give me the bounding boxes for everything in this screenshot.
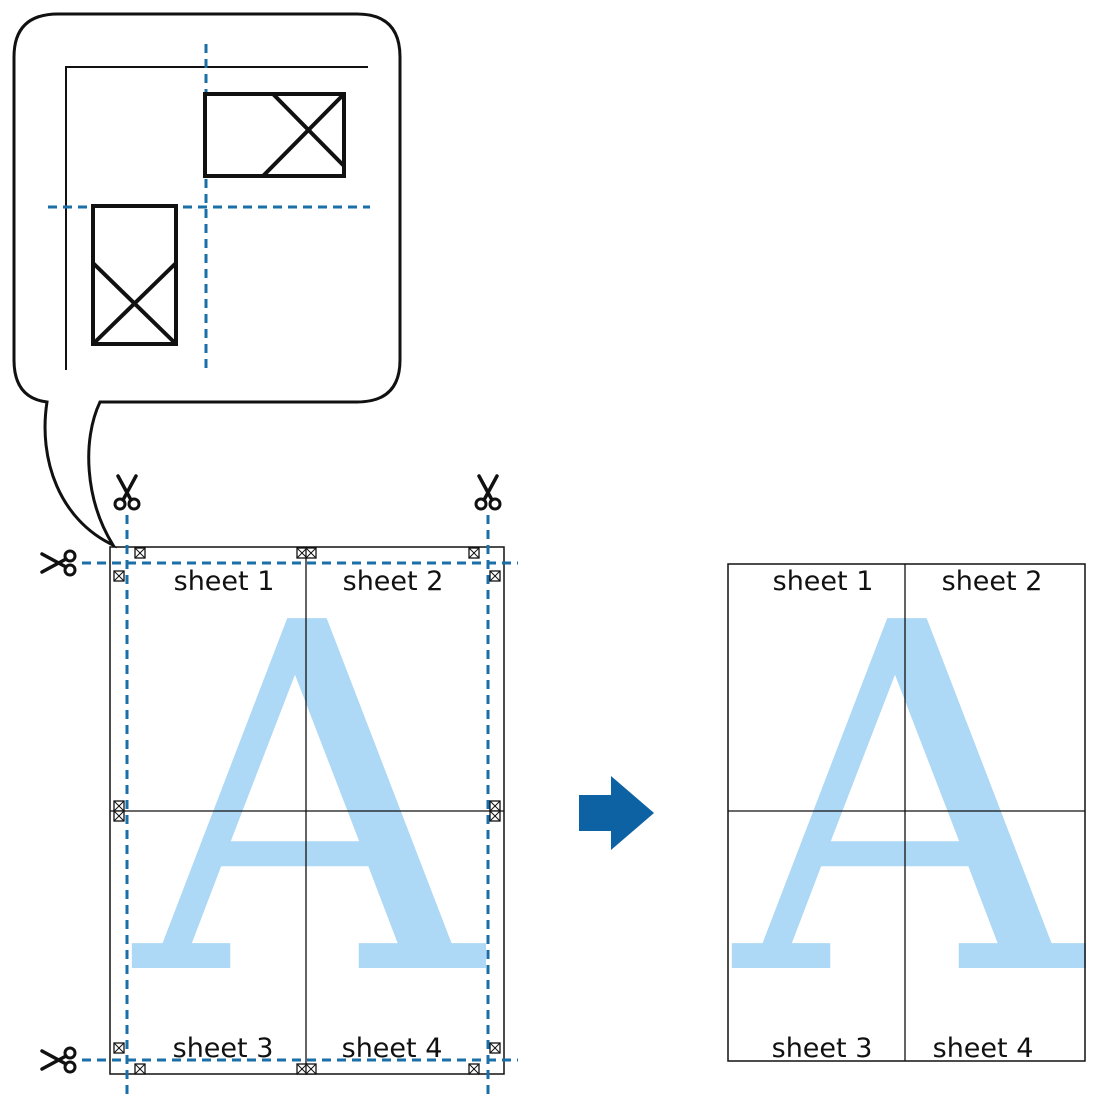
overlap-marker-icon bbox=[489, 800, 501, 812]
overlap-marker-icon bbox=[134, 1063, 146, 1075]
sheet-label: sheet 4 bbox=[342, 1033, 443, 1064]
scissors-icon bbox=[40, 1046, 77, 1074]
overlap-marker-icon bbox=[203, 92, 346, 178]
overlap-marker-icon bbox=[113, 570, 125, 582]
overlap-marker-icon bbox=[305, 547, 317, 559]
sheet-label: sheet 3 bbox=[173, 1033, 274, 1064]
scissors-icon bbox=[40, 549, 77, 577]
magnified-callout bbox=[12, 12, 402, 549]
overlap-marker-icon bbox=[113, 810, 125, 822]
watermark-letter: A bbox=[127, 523, 487, 1082]
overlap-marker-icon bbox=[113, 1042, 125, 1054]
overlap-marker-icon bbox=[468, 1063, 480, 1075]
overlap-marker-icon bbox=[489, 1042, 501, 1054]
printed-sheets: A sheet 1 sheet 2 sheet 3 sheet 4 bbox=[40, 474, 518, 1100]
overlap-marker-icon bbox=[113, 800, 125, 812]
overlap-marker-icon bbox=[489, 810, 501, 822]
overlap-marker-icon bbox=[489, 570, 501, 582]
result-outline bbox=[727, 563, 1086, 1062]
sheet-label: sheet 1 bbox=[773, 566, 874, 597]
overlap-marker-icon bbox=[305, 1063, 317, 1075]
assembled-sheets: A sheet 1 sheet 2 sheet 3 sheet 4 bbox=[727, 523, 1087, 1082]
sheet-corner-outline bbox=[65, 66, 368, 370]
arrow-right-icon bbox=[579, 776, 654, 850]
scissors-icon bbox=[474, 474, 502, 511]
overlap-marker-icon bbox=[468, 547, 480, 559]
watermark-letter: A bbox=[727, 523, 1087, 1082]
sheet-label: sheet 2 bbox=[343, 566, 444, 597]
sheet-label: sheet 2 bbox=[942, 566, 1043, 597]
sheet-label: sheet 4 bbox=[933, 1033, 1034, 1064]
overlap-marker-icon bbox=[91, 204, 178, 346]
scissors-icon bbox=[113, 474, 141, 511]
sheet-label: sheet 1 bbox=[174, 566, 275, 597]
sheet-label: sheet 3 bbox=[772, 1033, 873, 1064]
overlap-marker-icon bbox=[134, 547, 146, 559]
